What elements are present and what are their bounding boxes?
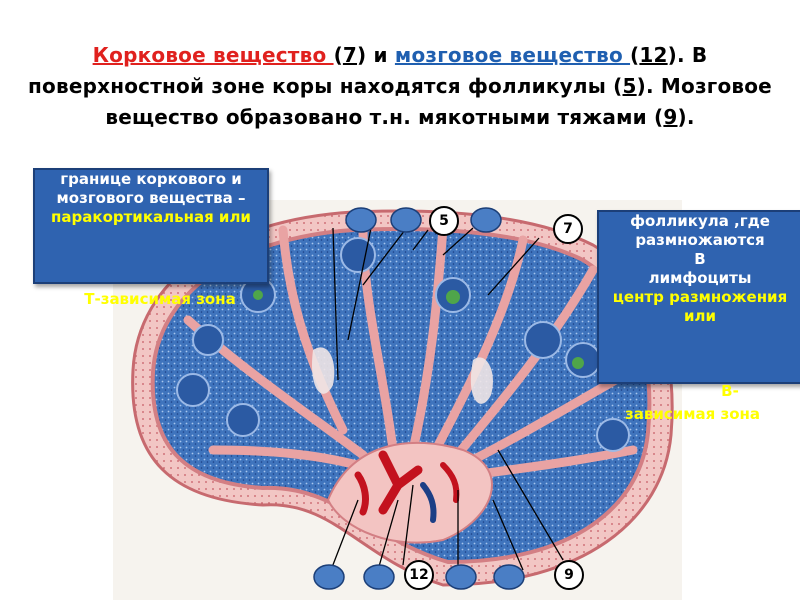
title-text: ). В поверхностной зоне коры находятся ф…: [28, 43, 708, 98]
lymph-node-illustration: [113, 200, 682, 600]
title-text: ) и: [357, 43, 395, 67]
page-title: Корковое вещество (7) и мозговое веществ…: [10, 40, 790, 133]
title-ref-7: 7: [342, 43, 358, 67]
title-text: ).: [677, 105, 695, 129]
figure-label-9: 9: [554, 560, 584, 590]
callout-left-text: границе коркового и мозгового вещества –: [56, 170, 246, 207]
paracortical-zone-callout: границе коркового и мозгового вещества –…: [33, 168, 269, 284]
title-text: ). Мозговое вещество образовано т.н. мяк…: [105, 74, 772, 129]
paracortical-term: паракортикальная или: [51, 208, 251, 226]
figure-label-12: 12: [404, 560, 434, 590]
title-text: (: [333, 43, 343, 67]
b-zone-term: зависимая зона: [625, 405, 760, 423]
figure-label-7: 7: [553, 214, 583, 244]
figure-label-5: 5: [429, 206, 459, 236]
cortex-term: Корковое вещество: [92, 43, 334, 67]
callout-right-text-b: В: [694, 250, 706, 268]
germinal-center-term: центр размножения или: [612, 288, 788, 325]
callout-right-text: фолликула ,где размножаются: [630, 212, 770, 249]
title-text: (: [630, 43, 640, 67]
callout-right-text-lymph: лимфоциты: [648, 269, 752, 287]
b-zone-prefix: В-: [721, 382, 739, 400]
medulla-term: мозговое вещество: [394, 43, 631, 67]
title-ref-5: 5: [622, 74, 637, 98]
title-ref-12: 12: [639, 43, 668, 67]
follicle-callout: фолликула ,где размножаются В лимфоциты …: [597, 210, 800, 384]
title-ref-9: 9: [663, 105, 678, 129]
t-zone-term: Т-зависимая зона: [84, 290, 236, 308]
